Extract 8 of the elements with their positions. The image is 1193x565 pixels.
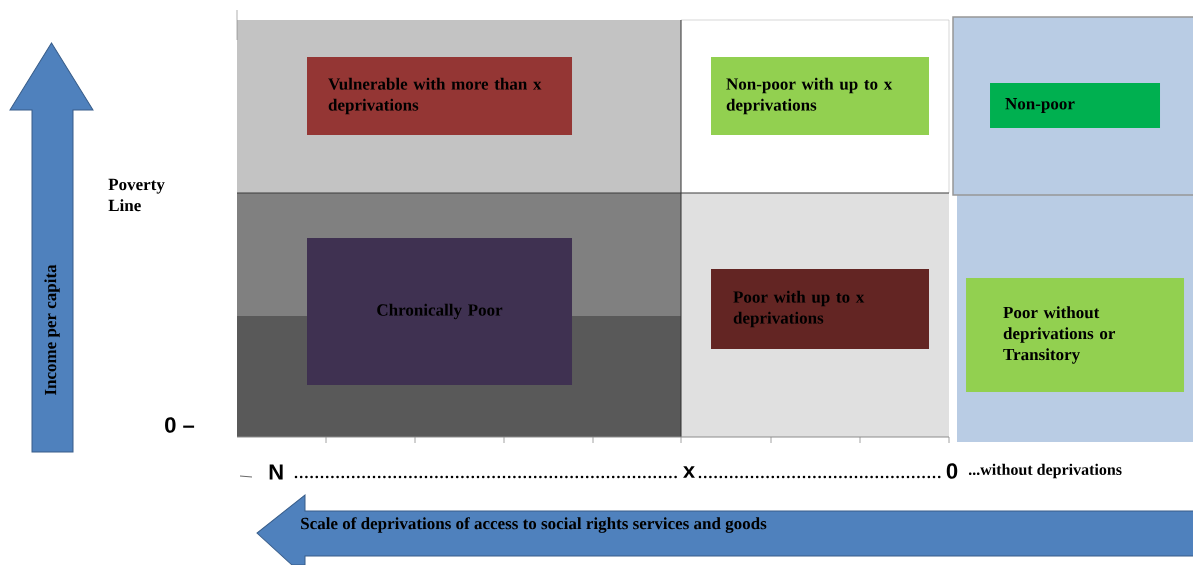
category-box: Poor with up to x deprivations [711, 269, 929, 349]
category-box: Chronically Poor [307, 238, 572, 385]
category-box: Vulnerable with more than x deprivations [307, 57, 572, 135]
category-box: Poor without deprivations or Transitory [966, 278, 1184, 392]
axis-label: 0 – [165, 417, 195, 433]
scale-label: ...without deprivations [968, 463, 1122, 479]
category-box: Non-poor with up to x deprivations [711, 57, 929, 135]
category-box: Non-poor [990, 83, 1160, 128]
